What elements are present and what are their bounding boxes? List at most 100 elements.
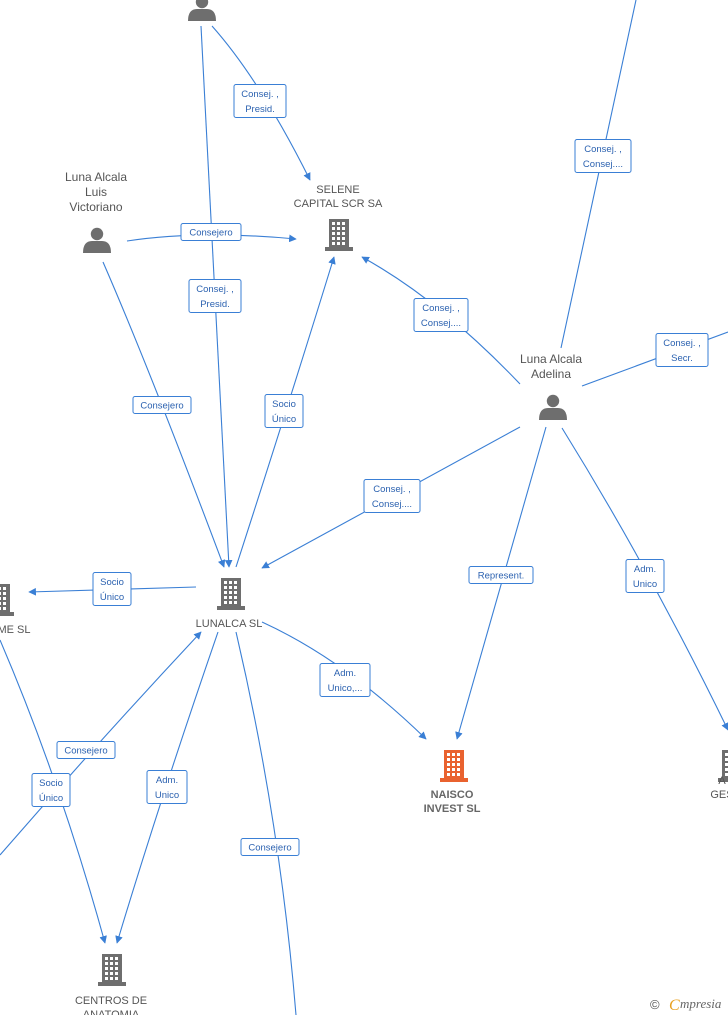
edge-label-box (363, 479, 421, 513)
edge-label-box (413, 298, 469, 332)
edge-label-lunalca-centros[interactable]: Adm. Unico (146, 770, 188, 804)
node-label: Adelina (531, 367, 571, 381)
edge-label-text: Consej. , (373, 484, 411, 495)
person-icon-head (546, 394, 560, 408)
edge-label-text: Consej.... (583, 159, 623, 170)
edge-label-text: Unico (155, 790, 179, 801)
brand-name: mpresia (680, 996, 722, 1011)
edge-label-box (233, 84, 287, 118)
edge-label-box (180, 223, 242, 241)
edge-label-text: Único (272, 414, 296, 425)
building-icon (325, 219, 353, 251)
edge-label-text: Socio (39, 778, 63, 789)
person-icon (188, 9, 216, 21)
company-node-centros[interactable]: CENTROS DE ANATOMIA (75, 954, 147, 1015)
person-icon-head (195, 0, 209, 9)
building-icon (440, 750, 468, 782)
edge-label-text: Consejero (64, 746, 107, 757)
edge-label-box (31, 773, 71, 807)
edge-label-text: Único (100, 592, 124, 603)
edge-label-text: Consej. , (663, 338, 701, 349)
edge-label-left-lunalca[interactable]: Consejero (56, 741, 116, 759)
brand-initial: C (669, 997, 680, 1014)
edge-label-adelina-topright[interactable]: Consej. , Consej.... (574, 139, 632, 173)
edge-label-text: Consej.... (421, 318, 461, 329)
edge-label-text: Represent. (478, 571, 524, 582)
edge-label-box (146, 770, 188, 804)
edge-label-top-selene[interactable]: Consej. ,Presid. (233, 84, 287, 118)
person-icon (539, 408, 567, 420)
edge-label-lunalca-bottom[interactable]: Consejero (240, 838, 300, 856)
node-label: LUNALCA SL (196, 618, 263, 630)
edge-label-text: Consejero (248, 843, 291, 854)
edge-label-text: Unico (633, 579, 657, 590)
node-label: Victoriano (69, 200, 122, 214)
edge-label-box (132, 396, 192, 414)
company-node-selene[interactable]: SELENE CAPITAL SCR SA (294, 184, 383, 251)
edge-label-text: Consej.... (372, 499, 412, 510)
edge-label-text: Consej. , (196, 284, 234, 295)
edge-label-text: Presid. (200, 299, 230, 310)
node-label: CENTROS DE (75, 995, 147, 1007)
node-label: Luna Alcala (520, 352, 582, 366)
edge-label-adelina-right[interactable]: Consej. , Secr. (655, 333, 709, 367)
edge-label-adelina-selene[interactable]: Consej. , Consej.... (413, 298, 469, 332)
building-icon (217, 578, 245, 610)
edge-label-lunalca-naisco[interactable]: Adm. Unico,... (319, 663, 371, 697)
building-icon (718, 750, 728, 782)
edge-label-box (574, 139, 632, 173)
edge-label-adelina-ges[interactable]: Adm. Unico (625, 559, 665, 593)
edge-label-text: Unico,... (328, 683, 363, 694)
edge-label-text: Adm. (634, 564, 656, 575)
edge-labels: Consej. ,Presid. Consej. ,Presid. Consej… (31, 84, 709, 856)
node-label: ME SL (0, 624, 31, 636)
edge-label-adelina-lunalca[interactable]: Consej. , Consej.... (363, 479, 421, 513)
person-node-top[interactable] (188, 0, 216, 21)
node-label: NAISCO (431, 789, 474, 801)
node-label: CAPITAL SCR SA (294, 198, 383, 210)
building-icon (98, 954, 126, 986)
company-node-me-sl[interactable]: ME SL (0, 584, 31, 636)
edge-label-text: Consej. , (422, 303, 460, 314)
edge-label-adelina-naisco[interactable]: Represent. (468, 566, 534, 584)
edge-luis-lunalca (102, 261, 226, 568)
node-label: GES (710, 789, 728, 801)
edge-lunalca-bottom (235, 631, 297, 1015)
edge-label-box (319, 663, 371, 697)
edge-label-box (468, 566, 534, 584)
person-icon-head (90, 227, 104, 241)
edge-label-text: Secr. (671, 353, 693, 364)
edge-label-box (264, 394, 304, 428)
company-node-ges[interactable]: A GES (710, 750, 728, 801)
person-icon (83, 241, 111, 253)
edge-label-text: Adm. (156, 775, 178, 786)
edge-adelina-topright (560, 0, 637, 349)
edge-label-text: Socio (272, 399, 296, 410)
node-label: ANATOMIA (83, 1009, 140, 1015)
edge-label-luis-selene[interactable]: Consejero (180, 223, 242, 241)
edge-label-box (240, 838, 300, 856)
building-icon (0, 584, 14, 616)
copyright-symbol: © (650, 997, 660, 1012)
edge-label-text: Socio (100, 577, 124, 588)
edge-label-box (56, 741, 116, 759)
edge-label-text: Único (39, 793, 63, 804)
node-label: SELENE (316, 184, 359, 196)
node-label: Luis (85, 185, 107, 199)
edge-label-top-lunalca[interactable]: Consej. , Presid. (188, 279, 242, 313)
edge-label-text: Consej. , (584, 144, 622, 155)
edge-label-text: Adm. (334, 668, 356, 679)
edge-label-box (92, 572, 132, 606)
company-node-lunalca[interactable]: LUNALCA SL (196, 578, 263, 630)
edge-label-text: Consejero (189, 228, 232, 239)
edge-label-luis-lunalca[interactable]: Consejero (132, 396, 192, 414)
node-label: A (718, 775, 726, 787)
